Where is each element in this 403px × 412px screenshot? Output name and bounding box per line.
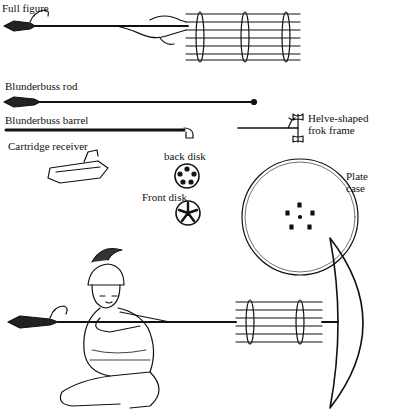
rod-knob bbox=[252, 100, 257, 105]
disk-spokes bbox=[179, 203, 197, 221]
front-disk-drawing bbox=[176, 201, 200, 225]
hole bbox=[308, 225, 311, 229]
shield-mount bbox=[322, 321, 338, 323]
part-label: Plate case bbox=[346, 170, 386, 194]
fork-frame-drawing bbox=[238, 114, 303, 142]
part-label: Helve-shaped frok frame bbox=[308, 112, 388, 136]
fork-shaft bbox=[238, 127, 298, 129]
hole bbox=[189, 180, 193, 184]
receiver-body bbox=[48, 161, 108, 183]
rod-drawing bbox=[4, 97, 257, 107]
hole bbox=[299, 216, 302, 219]
barrel-drawing bbox=[6, 128, 193, 138]
part-label: Full figure bbox=[2, 2, 122, 14]
barrel-tube bbox=[6, 129, 184, 132]
hole bbox=[298, 203, 301, 207]
rod-shaft bbox=[40, 101, 252, 103]
part-label: Blunderbuss barrel bbox=[5, 114, 145, 126]
fork-prong bbox=[288, 118, 295, 128]
ring bbox=[246, 300, 254, 344]
arms bbox=[96, 312, 170, 332]
gun-shaft bbox=[58, 321, 236, 323]
ring bbox=[282, 12, 290, 62]
plate-rim bbox=[242, 159, 358, 275]
barrels bbox=[236, 302, 322, 342]
part-label: back disk bbox=[164, 150, 234, 162]
plate-case-drawing bbox=[242, 159, 358, 275]
face-features bbox=[100, 296, 117, 303]
plume bbox=[92, 249, 122, 263]
spear-tip bbox=[4, 21, 35, 31]
disk-rim bbox=[176, 201, 200, 225]
soldier-scene bbox=[8, 238, 363, 408]
back-disk-drawing bbox=[175, 164, 199, 188]
kneeling-legs bbox=[60, 372, 159, 408]
shaft bbox=[35, 25, 188, 27]
barrel-breech bbox=[184, 128, 193, 138]
hole bbox=[286, 211, 289, 215]
face bbox=[92, 285, 120, 308]
part-label: Blunderbuss rod bbox=[5, 80, 145, 92]
stock bbox=[120, 16, 186, 44]
hole bbox=[178, 172, 182, 176]
hole bbox=[181, 180, 185, 184]
torso bbox=[84, 308, 154, 376]
tassel bbox=[50, 306, 67, 318]
hole bbox=[290, 225, 293, 229]
hole bbox=[192, 172, 196, 176]
cartridge-receiver-drawing bbox=[48, 150, 108, 183]
belt bbox=[90, 350, 150, 360]
ring bbox=[296, 300, 304, 344]
part-label: Cartridge receiver bbox=[8, 140, 138, 152]
part-label: Front disk bbox=[142, 191, 212, 203]
plate-inner-rim bbox=[245, 162, 355, 272]
hole bbox=[185, 167, 189, 171]
full-figure-drawing bbox=[4, 10, 300, 62]
ring bbox=[241, 12, 249, 62]
helmet bbox=[88, 264, 124, 285]
rod-tip bbox=[4, 97, 40, 107]
receiver-line bbox=[56, 167, 100, 172]
hole bbox=[311, 211, 314, 215]
ring bbox=[196, 12, 204, 62]
disk-rim bbox=[175, 164, 199, 188]
